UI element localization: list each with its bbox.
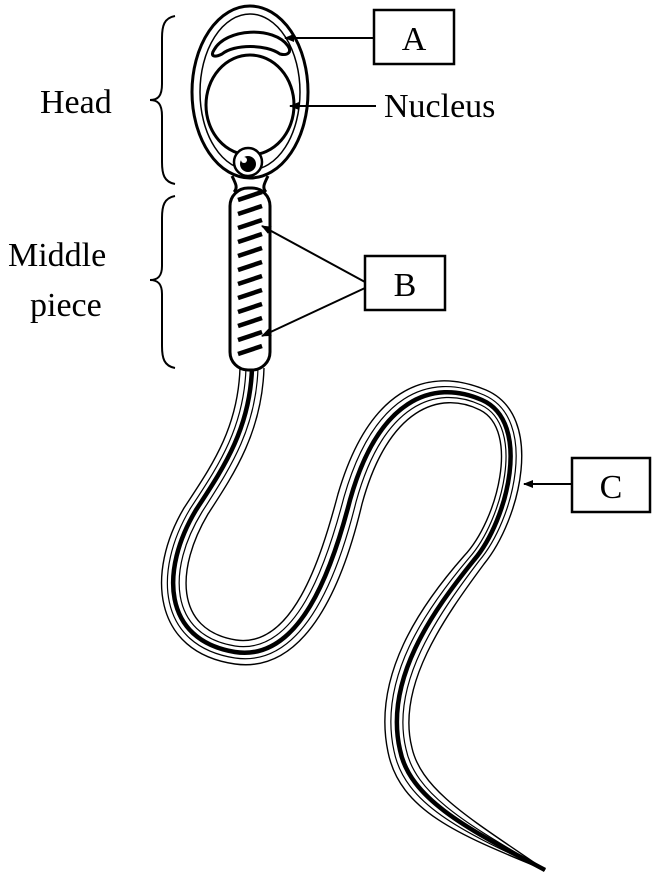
nucleus-shape [206,55,294,155]
nucleus-label: Nucleus [384,88,495,125]
head-label: Head [40,84,112,121]
middle-piece-brace [150,196,175,368]
middle-piece [230,188,270,370]
head-brace [150,16,175,184]
arrow-b-upper [262,226,365,282]
middle-piece-label-line2: piece [30,287,102,324]
arrow-b-lower [262,288,365,336]
head [192,6,308,192]
label-a: A [402,21,427,58]
label-b: B [394,267,417,304]
label-c: C [600,469,623,506]
middle-piece-label-line1: Middle [8,237,106,274]
tail-outline [162,368,545,870]
